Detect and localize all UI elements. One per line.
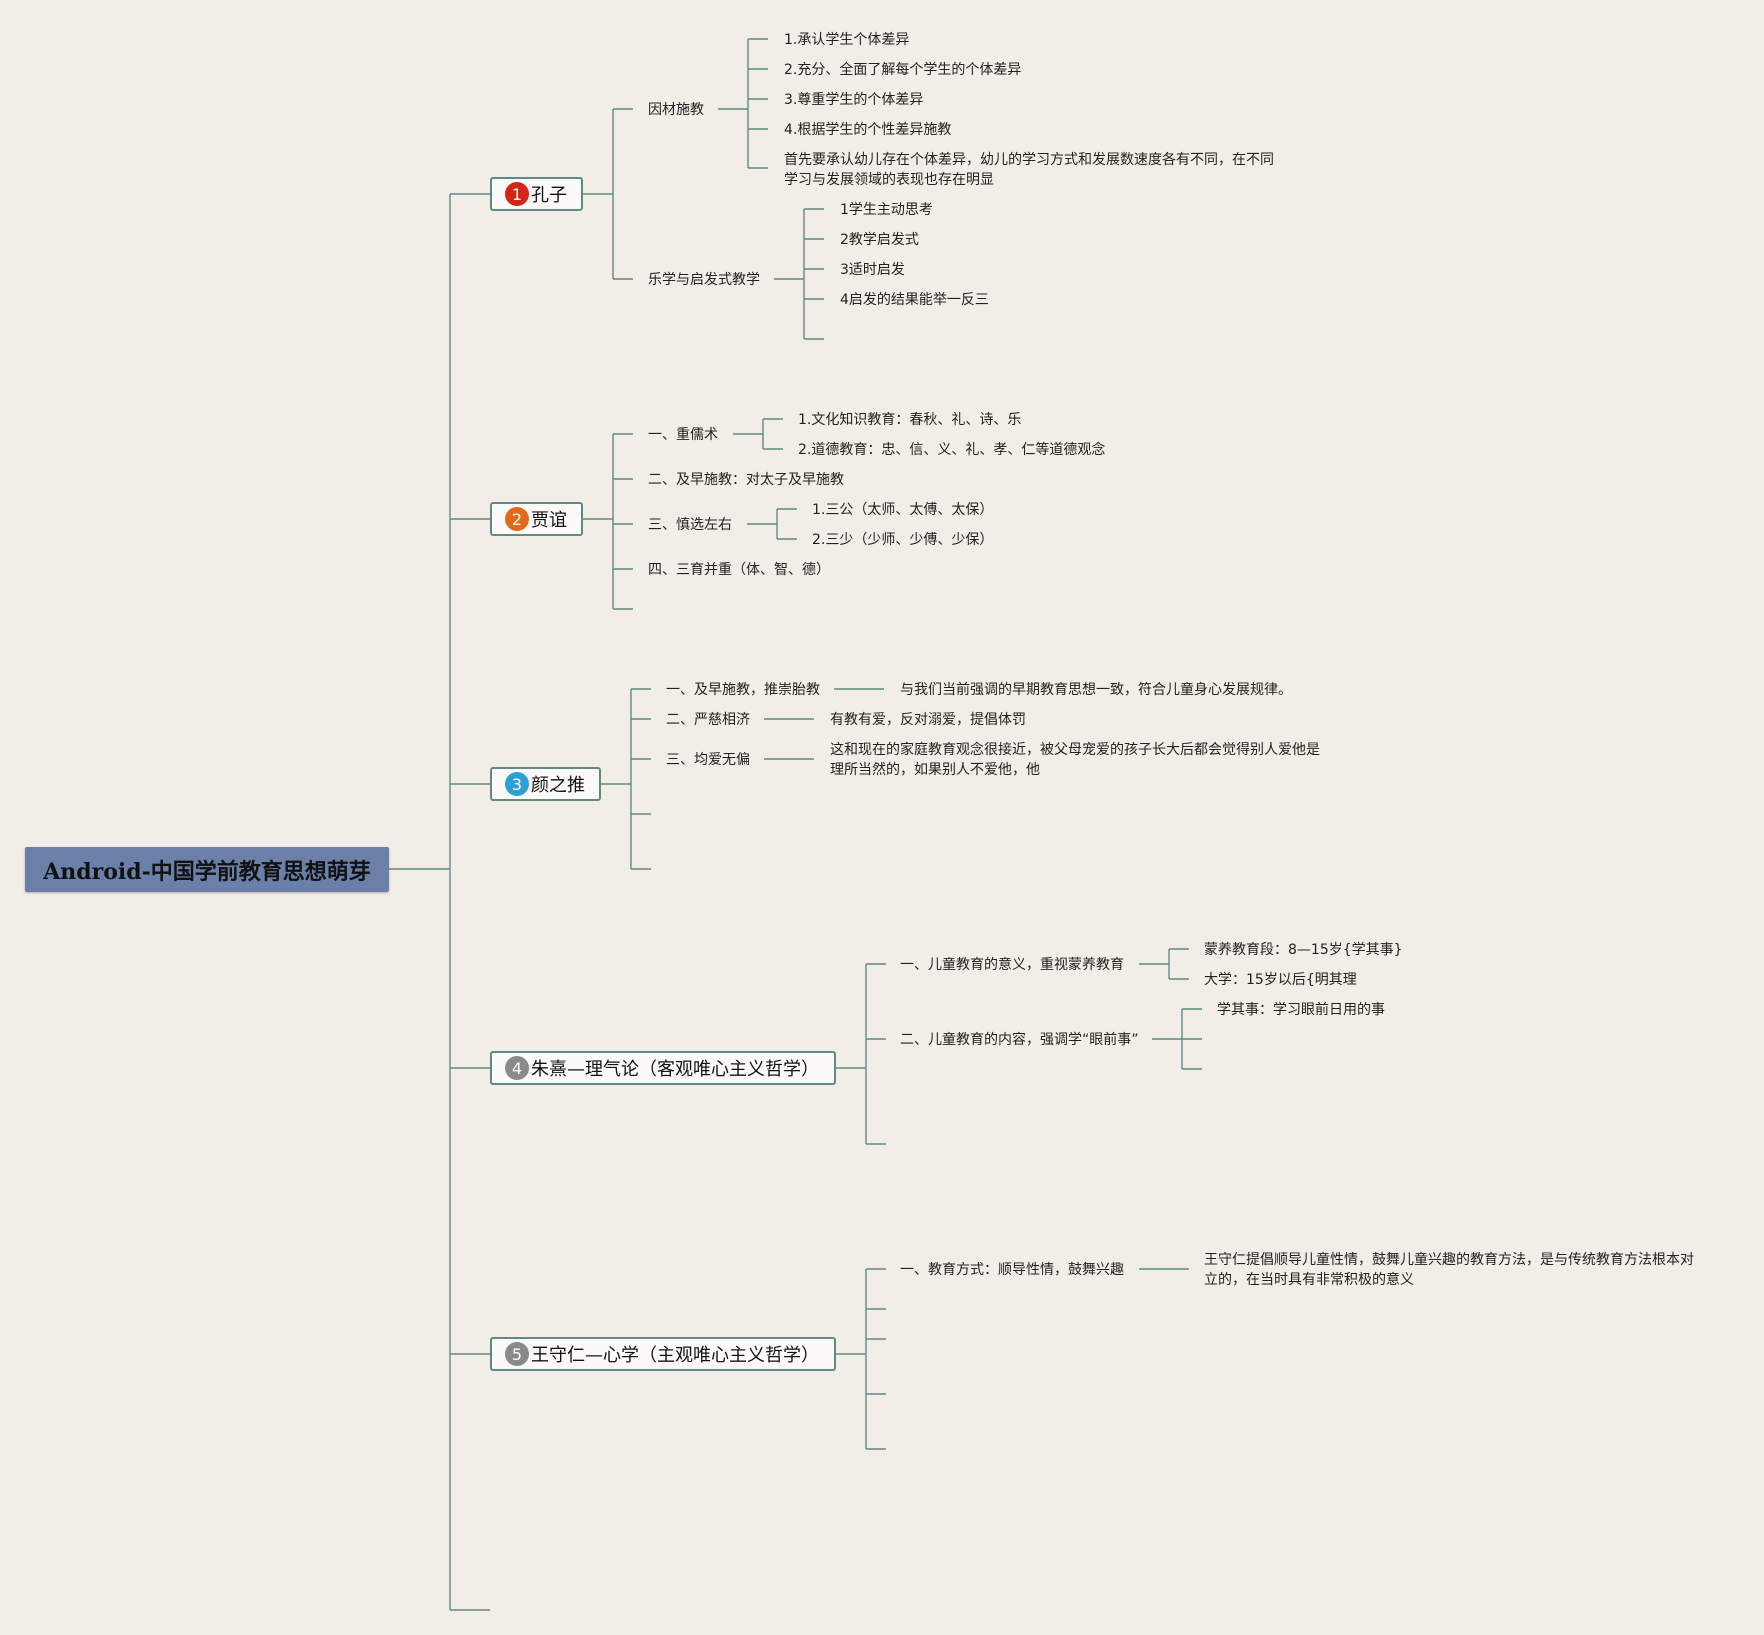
- leaf-item[interactable]: 1.三公（太师、太傅、太保）: [812, 502, 994, 518]
- leaf-item[interactable]: 3.尊重学生的个体差异: [784, 92, 924, 108]
- number-badge-icon: 3: [505, 772, 529, 796]
- topic-junai-wupian[interactable]: 三、均爱无偏: [666, 752, 750, 768]
- topic-yanci-xiangji[interactable]: 二、严慈相济: [666, 712, 750, 728]
- branch-kongzi[interactable]: 1 孔子: [490, 177, 583, 211]
- topic-jizao-shijiao[interactable]: 二、及早施教：对太子及早施教: [648, 472, 844, 488]
- leaf-item[interactable]: 2.充分、全面了解每个学生的个体差异: [784, 62, 1022, 78]
- topic-jizao-taijiao[interactable]: 一、及早施教，推崇胎教: [666, 682, 820, 698]
- number-badge-icon: 5: [505, 1342, 529, 1366]
- note-text[interactable]: 这和现在的家庭教育观念很接近，被父母宠爱的孩子长大后都会觉得别人爱他是理所当然的…: [830, 742, 1320, 778]
- leaf-item[interactable]: 1.文化知识教育：春秋、礼、诗、乐: [798, 412, 1022, 428]
- topic-yincai-shijiao[interactable]: 因材施教: [648, 102, 704, 118]
- branch-label: 颜之推: [531, 775, 585, 796]
- leaf-item[interactable]: 2教学启发式: [840, 232, 919, 248]
- leaf-item[interactable]: 3适时启发: [840, 262, 905, 278]
- branch-jiayi[interactable]: 2 贾谊: [490, 502, 583, 536]
- branch-label: 贾谊: [531, 510, 567, 531]
- branch-label: 朱熹—理气论（客观唯心主义哲学）: [531, 1059, 819, 1080]
- branch-label: 孔子: [531, 185, 567, 206]
- number-badge-icon: 4: [505, 1056, 529, 1080]
- leaf-item[interactable]: 1学生主动思考: [840, 202, 933, 218]
- topic-shenxuan-zuoyou[interactable]: 三、慎选左右: [648, 517, 732, 533]
- topic-yanqianshi[interactable]: 二、儿童教育的内容，强调学“眼前事”: [900, 1032, 1139, 1048]
- note-text[interactable]: 有教有爱，反对溺爱，提倡体罚: [830, 712, 1026, 728]
- leaf-item[interactable]: 2.三少（少师、少傅、少保）: [812, 532, 994, 548]
- note-text[interactable]: 王守仁提倡顺导儿童性情，鼓舞儿童兴趣的教育方法，是与传统教育方法根本对立的，在当…: [1204, 1252, 1694, 1288]
- number-badge-icon: 2: [505, 507, 529, 531]
- branch-yanzhitui[interactable]: 3 颜之推: [490, 767, 601, 801]
- leaf-item[interactable]: 4.根据学生的个性差异施教: [784, 122, 952, 138]
- topic-sanyu-bingzhong[interactable]: 四、三育并重（体、智、德）: [648, 562, 830, 578]
- leaf-item[interactable]: 蒙养教育段：8—15岁{学其事}: [1204, 942, 1403, 958]
- branch-label: 王守仁—心学（主观唯心主义哲学）: [531, 1345, 819, 1366]
- leaf-item[interactable]: 4启发的结果能举一反三: [840, 292, 989, 308]
- topic-zhongrushu[interactable]: 一、重儒术: [648, 427, 718, 443]
- branch-wangshouren[interactable]: 5 王守仁—心学（主观唯心主义哲学）: [490, 1337, 836, 1371]
- number-badge-icon: 1: [505, 182, 529, 206]
- topic-jiaoyu-fangshi[interactable]: 一、教育方式：顺导性情，鼓舞兴趣: [900, 1262, 1124, 1278]
- leaf-item[interactable]: 1.承认学生个体差异: [784, 32, 910, 48]
- topic-lexue-qifa[interactable]: 乐学与启发式教学: [648, 272, 760, 288]
- topic-menyang-jiaoyu[interactable]: 一、儿童教育的意义，重视蒙养教育: [900, 957, 1124, 973]
- note-text[interactable]: 与我们当前强调的早期教育思想一致，符合儿童身心发展规律。: [900, 682, 1292, 698]
- leaf-item[interactable]: 大学：15岁以后{明其理: [1204, 972, 1357, 988]
- leaf-item[interactable]: 首先要承认幼儿存在个体差异，幼儿的学习方式和发展数速度各有不同，在不同学习与发展…: [784, 152, 1274, 188]
- leaf-item[interactable]: 学其事：学习眼前日用的事: [1217, 1002, 1385, 1018]
- leaf-item[interactable]: 2.道德教育：忠、信、义、礼、孝、仁等道德观念: [798, 442, 1106, 458]
- branch-zhuxi[interactable]: 4 朱熹—理气论（客观唯心主义哲学）: [490, 1051, 836, 1085]
- root-topic[interactable]: Android-中国学前教育思想萌芽: [25, 847, 389, 892]
